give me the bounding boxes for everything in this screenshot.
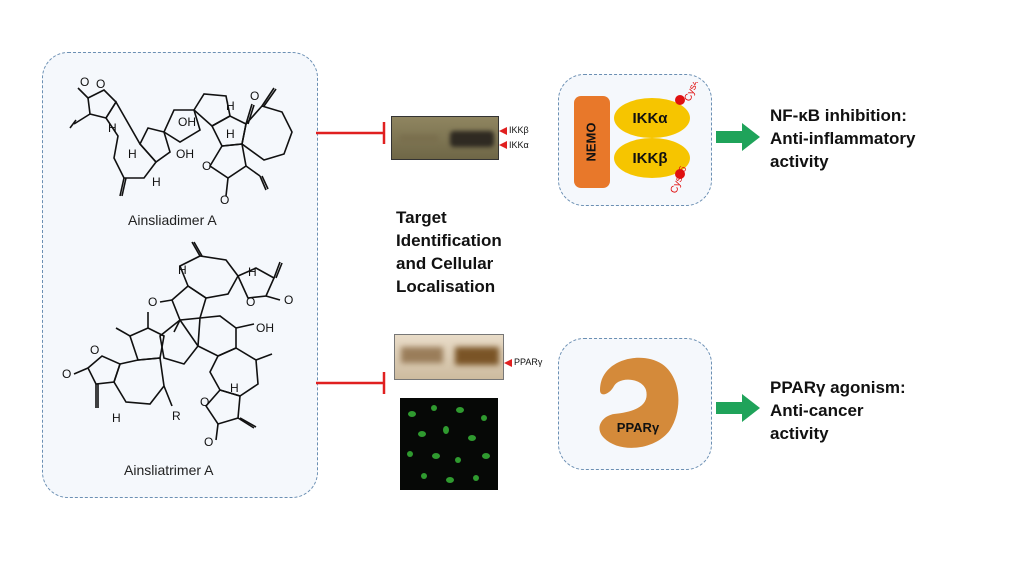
blot-markers-top (499, 127, 507, 149)
atom-label: OH (176, 147, 194, 161)
fluorescence-image (400, 398, 498, 490)
nemo-label: NEMO (583, 123, 598, 162)
outcome-ppar: PPARγ agonism: Anti-cancer activity (770, 376, 906, 445)
arrow-right-icon (716, 394, 760, 422)
atom-label: O (250, 89, 259, 103)
blot-band (400, 135, 438, 143)
atom-label: O (284, 293, 293, 307)
outcome-line: activity (770, 424, 829, 443)
outcome-line: Anti-cancer (770, 401, 864, 420)
blot-label-ikkb: IKKβ (509, 125, 529, 135)
nemo-shape (574, 96, 610, 188)
outcome-line: Anti-inflammatory (770, 129, 916, 148)
ikka-shape (614, 98, 690, 138)
atom-label: O (96, 77, 105, 91)
ppar-label: PPARγ (617, 420, 660, 435)
atom-label: H (152, 175, 161, 189)
atom-label: O (90, 343, 99, 357)
blot-band (401, 347, 443, 363)
center-title-line: Identification (396, 231, 502, 250)
center-title: Target Identification and Cellular Local… (396, 206, 502, 298)
atom-label: OH (178, 115, 196, 129)
ikkb-shape (614, 138, 690, 178)
blot-band (455, 347, 499, 365)
compound-panel (42, 52, 318, 498)
atom-label: H (230, 381, 239, 395)
ikk-complex: NEMO IKKα IKKβ Cys46 Cys46 (574, 82, 704, 195)
atom-label: O (204, 435, 213, 449)
atom-label: O (62, 367, 71, 381)
outcome-line: PPARγ agonism: (770, 378, 906, 397)
atom-label: OH (256, 321, 274, 335)
atom-label: O (200, 395, 209, 409)
atom-label: H (112, 411, 121, 425)
atom-label: O (148, 295, 157, 309)
inhibit-connector-top (316, 122, 386, 144)
blot-label-ikka: IKKα (509, 140, 529, 150)
atom-label: O (220, 193, 229, 206)
arrow-right-icon (716, 123, 760, 151)
western-blot-ikk (391, 116, 499, 160)
inhibit-connector-bottom (316, 372, 386, 394)
atom-label: O (80, 75, 89, 89)
atom-label: O (202, 159, 211, 173)
atom-label: R (172, 409, 181, 423)
ppar-shape (599, 357, 679, 448)
blot-label-ppar: PPARγ (514, 357, 543, 367)
center-title-line: Localisation (396, 277, 496, 296)
western-blot-ppar (394, 334, 504, 380)
cys46-site-icon (675, 169, 685, 179)
atom-label: O (246, 295, 255, 309)
outcome-nfkb: NF-κB inhibition: Anti-inflammatory acti… (770, 104, 915, 173)
blot-band (450, 131, 494, 147)
atom-label: H (178, 263, 187, 277)
ainsliadimer-structure: O O H H H OH OH O H H O O (69, 75, 293, 206)
outcome-line: activity (770, 152, 829, 171)
ppar-protein: PPARγ (599, 357, 679, 448)
ainsliatrimer-structure: H H O O O O OH O O H R O O H (62, 241, 293, 449)
cys46-site-icon (675, 95, 685, 105)
ikka-label: IKKα (632, 110, 668, 127)
ikkb-label: IKKβ (633, 150, 668, 167)
center-title-line: and Cellular (396, 254, 494, 273)
atom-label: H (128, 147, 137, 161)
cys46-label-top: Cys46 (683, 82, 704, 103)
atom-label: H (248, 265, 257, 279)
atom-label: H (108, 121, 117, 135)
center-title-line: Target (396, 208, 447, 227)
atom-label: H (226, 127, 235, 141)
compound-name-ainsliatrimer: Ainsliatrimer A (124, 462, 214, 478)
compound-name-ainsliadimer: Ainsliadimer A (128, 212, 217, 228)
atom-label: H (226, 99, 235, 113)
outcome-line: NF-κB inhibition: (770, 106, 907, 125)
blot-marker-bottom (504, 359, 512, 367)
